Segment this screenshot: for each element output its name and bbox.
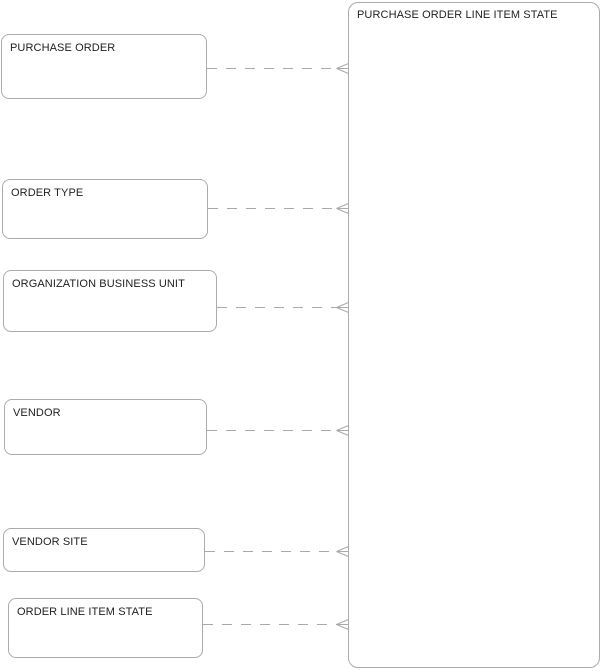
entity-node-vendor-site[interactable]: VENDOR SITE: [3, 528, 205, 572]
crow-foot-icon: [336, 425, 349, 436]
entity-label: ORDER LINE ITEM STATE: [17, 606, 153, 618]
crow-foot-icon: [336, 63, 349, 74]
entity-node-vendor[interactable]: VENDOR: [4, 399, 207, 455]
connector-purchase-order: [207, 63, 349, 74]
connector-organization-business-unit: [217, 302, 349, 313]
entity-label: PURCHASE ORDER LINE ITEM STATE: [357, 9, 558, 21]
entity-node-order-line-item-state[interactable]: ORDER LINE ITEM STATE: [8, 598, 203, 658]
entity-node-organization-business-unit[interactable]: ORGANIZATION BUSINESS UNIT: [3, 270, 217, 332]
entity-label: ORDER TYPE: [11, 187, 84, 199]
entity-node-order-type[interactable]: ORDER TYPE: [2, 179, 208, 239]
connector-vendor: [207, 425, 349, 436]
entity-node-purchase-order[interactable]: PURCHASE ORDER: [1, 34, 207, 99]
crow-foot-icon: [336, 619, 349, 630]
crow-foot-icon: [336, 546, 349, 557]
connector-order-type: [208, 203, 349, 214]
entity-label: VENDOR SITE: [12, 536, 88, 548]
entity-label: ORGANIZATION BUSINESS UNIT: [12, 278, 185, 290]
connector-order-line-item-state: [203, 619, 349, 630]
entity-node-purchase-order-line-item-state[interactable]: PURCHASE ORDER LINE ITEM STATE: [348, 2, 600, 668]
entity-label: VENDOR: [13, 407, 61, 419]
crow-foot-icon: [336, 302, 349, 313]
connector-vendor-site: [205, 546, 349, 557]
entity-label: PURCHASE ORDER: [10, 42, 116, 54]
crow-foot-icon: [336, 203, 349, 214]
